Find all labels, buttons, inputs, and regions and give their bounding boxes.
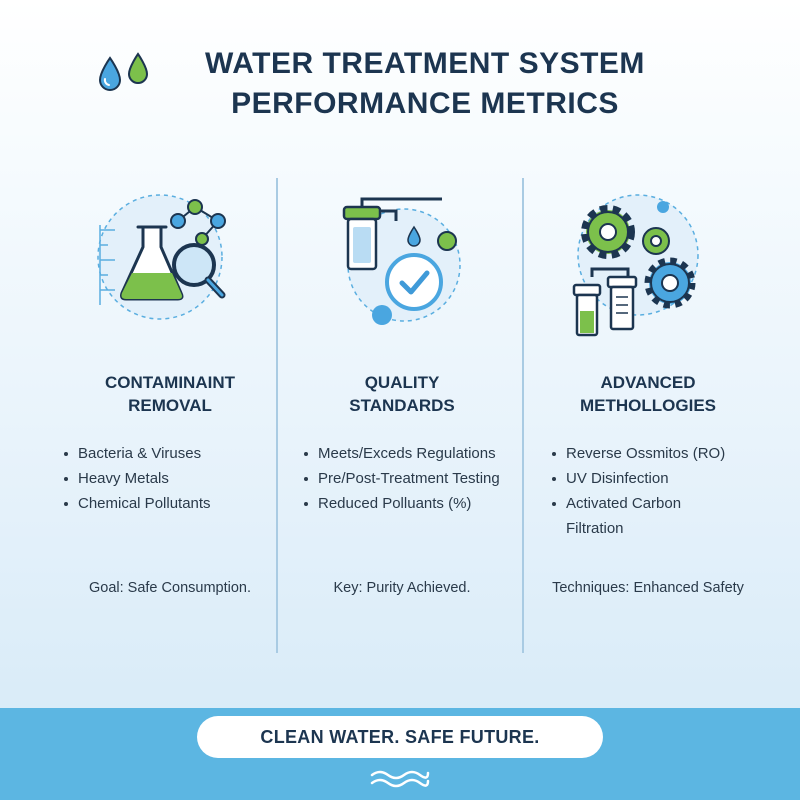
list-item: Pre/Post-Treatment Testing <box>304 466 500 491</box>
water-waves-icon <box>370 770 430 788</box>
column-title-line-2: METHOLLOGIES <box>580 396 716 415</box>
column-divider <box>276 178 278 653</box>
page-title: WATER TREATMENT SYSTEM PERFORMANCE METRI… <box>165 44 685 124</box>
column-title: ADVANCED METHOLLOGIES <box>528 371 768 417</box>
column-contaminant-removal: CONTAMINAINT REMOVAL Bacteria & Viruses … <box>50 185 290 615</box>
filter-check-icon <box>342 197 461 325</box>
list-item: Activated Carbon <box>552 491 725 516</box>
column-divider <box>522 178 524 653</box>
quality-list: Meets/Exceds Regulations Pre/Post-Treatm… <box>304 441 500 516</box>
list-item: Heavy Metals <box>64 466 211 491</box>
contaminant-list: Bacteria & Viruses Heavy Metals Chemical… <box>64 441 211 516</box>
column-title: QUALITY STANDARDS <box>282 371 522 417</box>
flask-magnifier-icon <box>97 194 226 320</box>
header: WATER TREATMENT SYSTEM PERFORMANCE METRI… <box>0 38 800 128</box>
column-footer: Techniques: Enhanced Safety <box>552 580 744 596</box>
list-item: Meets/Exceds Regulations <box>304 441 500 466</box>
list-item-continuation: Filtration <box>566 520 624 537</box>
column-title: CONTAMINAINT REMOVAL <box>50 371 290 417</box>
list-item: Reduced Polluants (%) <box>304 491 500 516</box>
footer-banner: CLEAN WATER. SAFE FUTURE. <box>0 708 800 800</box>
list-item: Chemical Pollutants <box>64 491 211 516</box>
title-line-2: PERFORMANCE METRICS <box>231 87 619 120</box>
water-drops-icon <box>98 52 149 91</box>
title-line-1: WATER TREATMENT SYSTEM <box>205 47 645 80</box>
methods-list: Reverse Ossmitos (RO) UV Disinfection Ac… <box>552 441 725 541</box>
column-title-line-2: REMOVAL <box>128 396 212 415</box>
column-footer: Key: Purity Achieved. <box>333 580 471 596</box>
list-item: Bacteria & Viruses <box>64 441 211 466</box>
slogan-pill: CLEAN WATER. SAFE FUTURE. <box>197 716 603 758</box>
list-item: Reverse Ossmitos (RO) <box>552 441 725 466</box>
list-item: UV Disinfection <box>552 466 725 491</box>
column-title-line-2: STANDARDS <box>349 396 455 415</box>
column-title-line-1: QUALITY <box>364 373 440 392</box>
column-title-line-1: CONTAMINAINT <box>105 373 235 392</box>
gears-filter-icon <box>572 194 699 337</box>
column-quality-standards: QUALITY STANDARDS Meets/Exceds Regulatio… <box>282 185 522 615</box>
column-title-line-1: ADVANCED <box>600 373 696 392</box>
column-advanced-methodologies: ADVANCED METHOLLOGIES Reverse Ossmitos (… <box>528 185 768 615</box>
column-footer: Goal: Safe Consumption. <box>88 580 251 596</box>
